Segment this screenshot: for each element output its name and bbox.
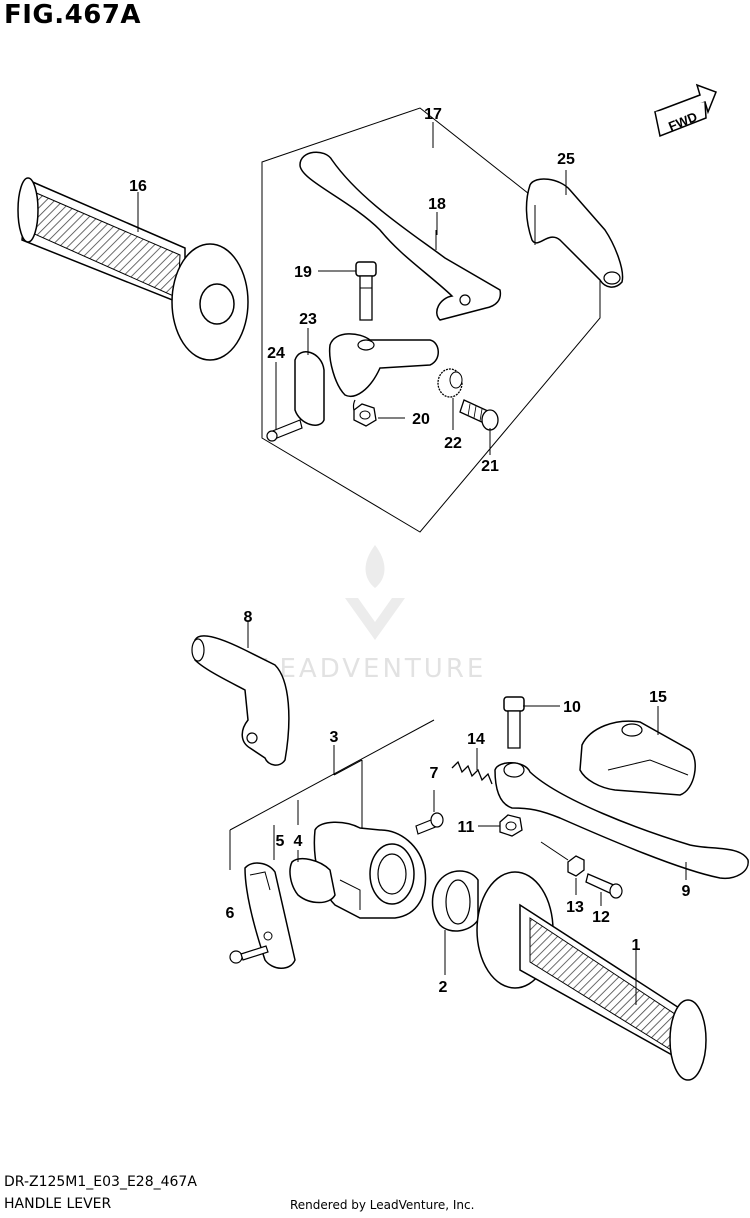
watermark-text: LEADVENTURE: [262, 654, 487, 684]
part-22-adjuster-nut: [437, 368, 463, 398]
callout-20: 20: [412, 411, 430, 428]
part-5-switch-cover: [244, 862, 296, 969]
part-20-nut: [353, 403, 377, 427]
callout-16: 16: [129, 178, 147, 195]
part-10-pivot-bolt: [503, 696, 525, 749]
part-8-cable-guide: [191, 635, 290, 766]
callouts: 17 18 19 23 24 20 22 21 25 16 8 3 7 5 4 …: [129, 106, 690, 996]
part-6-screw: [229, 931, 273, 964]
callout-18: 18: [428, 196, 446, 213]
callout-5: 5: [276, 833, 285, 850]
render-credit: Rendered by LeadVenture, Inc.: [290, 1198, 475, 1212]
callout-13: 13: [566, 899, 584, 916]
assembly-box-17: [261, 107, 601, 533]
part-25-lever-cover: [525, 178, 624, 288]
part-23-lever-holder: [328, 333, 439, 421]
part-14-spring: [451, 760, 493, 785]
part-1-right-grip: [476, 871, 707, 1081]
part-18-clutch-lever: [299, 151, 502, 321]
part-12-bolt: [585, 873, 623, 899]
callout-7: 7: [430, 765, 439, 782]
part-13-nut: [567, 855, 585, 877]
callout-22: 22: [444, 435, 462, 452]
callout-12: 12: [592, 909, 610, 926]
part-19-bolt: [355, 261, 377, 321]
watermark-logo: [345, 545, 405, 640]
figure-code: DR-Z125M1_E03_E28_467A: [4, 1174, 197, 1190]
callout-11: 11: [458, 819, 475, 836]
part-24-clamp: [266, 351, 325, 442]
callout-21: 21: [481, 458, 499, 475]
callout-24: 24: [267, 345, 285, 362]
callout-9: 9: [682, 883, 691, 900]
part-11-nut: [499, 814, 523, 837]
callout-19: 19: [294, 264, 312, 281]
part-16-left-grip: [17, 177, 249, 361]
part-4-throttle-lower: [289, 858, 336, 904]
part-2-throttle-pulley: [431, 870, 479, 932]
part-7-screw: [415, 812, 444, 835]
callout-14: 14: [467, 731, 485, 748]
part-3-throttle-housing: [313, 821, 427, 919]
callout-3: 3: [330, 729, 339, 746]
callout-17: 17: [424, 106, 442, 123]
callout-10: 10: [563, 699, 581, 716]
callout-2: 2: [439, 979, 448, 996]
callout-8: 8: [244, 609, 253, 626]
callout-23: 23: [299, 311, 317, 328]
callout-25: 25: [557, 151, 575, 168]
callout-15: 15: [649, 689, 667, 706]
fwd-arrow-icon: FWD: [653, 83, 717, 138]
part-15-lever-cover: [579, 720, 696, 796]
figure-title: FIG.467A: [4, 0, 142, 30]
callout-1: 1: [632, 937, 641, 954]
callout-4: 4: [294, 833, 303, 850]
part-21-adjuster-bolt: [459, 399, 499, 431]
callout-6: 6: [226, 905, 235, 922]
figure-name: HANDLE LEVER: [4, 1196, 112, 1212]
leader-lines: [137, 122, 687, 1005]
part-9-brake-lever: [494, 762, 749, 880]
